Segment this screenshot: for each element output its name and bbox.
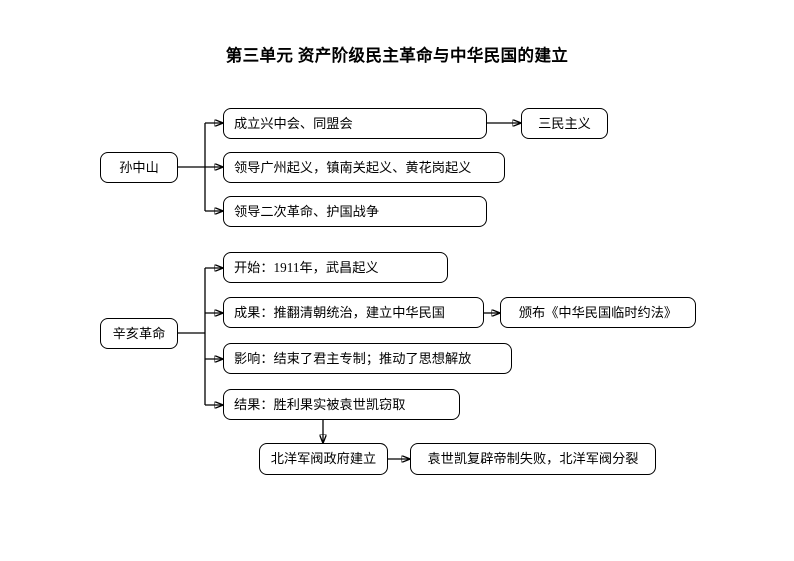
node-xinhai-outcome[interactable]: 颁布《中华民国临时约法》 (500, 297, 696, 328)
node-label: 领导二次革命、护国战争 (234, 203, 380, 219)
node-label: 领导广州起义，镇南关起义、黄花岗起义 (234, 159, 472, 175)
node-sun-outcome[interactable]: 三民主义 (521, 108, 608, 139)
node-sun-item-2[interactable]: 领导广州起义，镇南关起义、黄花岗起义 (223, 152, 505, 183)
node-label: 成果：推翻清朝统治，建立中华民国 (234, 304, 445, 320)
page-title: 第三单元 资产阶级民主革命与中华民国的建立 (225, 46, 569, 65)
node-xinhai-item-1[interactable]: 开始：1911年，武昌起义 (223, 252, 448, 283)
node-xinhai-root[interactable]: 辛亥革命 (100, 318, 178, 349)
node-label: 开始：1911年，武昌起义 (234, 259, 379, 275)
node-xinhai-item-4[interactable]: 结果：胜利果实被袁世凯窃取 (223, 389, 460, 420)
node-label: 孙中山 (119, 159, 159, 175)
node-label: 三民主义 (538, 115, 591, 131)
node-xinhai-item-3[interactable]: 影响：结束了君主专制；推动了思想解放 (223, 343, 512, 374)
node-label: 影响：结束了君主专制；推动了思想解放 (234, 350, 472, 366)
node-label: 北洋军阀政府建立 (270, 451, 377, 467)
node-label: 袁世凯复辟帝制失败，北洋军阀分裂 (427, 451, 639, 467)
node-label: 辛亥革命 (112, 325, 166, 341)
node-aftermath-2[interactable]: 袁世凯复辟帝制失败，北洋军阀分裂 (410, 443, 656, 475)
node-sun-root[interactable]: 孙中山 (100, 152, 178, 183)
node-sun-item-1[interactable]: 成立兴中会、同盟会 (223, 108, 487, 139)
node-label: 结果：胜利果实被袁世凯窃取 (234, 396, 406, 412)
node-label: 颁布《中华民国临时约法》 (518, 304, 678, 320)
node-xinhai-item-2[interactable]: 成果：推翻清朝统治，建立中华民国 (223, 297, 484, 328)
node-aftermath-1[interactable]: 北洋军阀政府建立 (259, 443, 388, 475)
node-label: 成立兴中会、同盟会 (234, 115, 353, 131)
node-sun-item-3[interactable]: 领导二次革命、护国战争 (223, 196, 487, 227)
